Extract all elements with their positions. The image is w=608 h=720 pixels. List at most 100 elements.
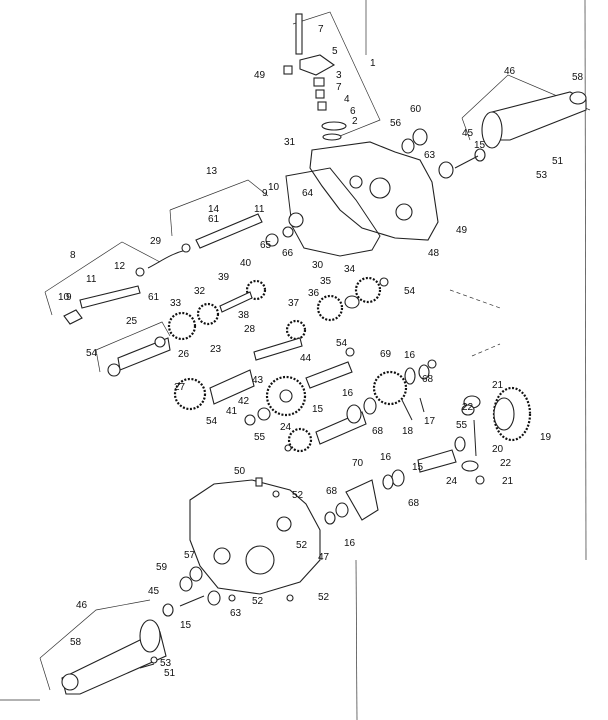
nut-52 [286,594,294,602]
part-number-label: 27 [174,382,186,393]
part-number-label: 18 [402,426,414,437]
part-number-label: 15 [474,140,486,151]
spring [313,77,325,87]
shaft-20 [473,419,477,457]
washer [321,121,347,131]
bearing-16 [404,367,416,385]
washer [322,133,342,141]
part-number-label: 54 [206,416,218,427]
part-number-label: 42 [238,396,250,407]
part-number-label: 49 [456,225,468,236]
part-number-label: 56 [390,118,402,129]
hub-flange [481,111,503,149]
part-number-label: 28 [244,324,256,335]
seal-45 [162,603,174,617]
part-number-label: 19 [540,432,552,443]
part-number-label: 43 [252,375,264,386]
part-number-label: 39 [218,272,230,283]
part-number-label: 11 [86,274,97,285]
part-number-label: 51 [552,156,564,167]
gear-36 [316,294,344,322]
shaft-39 [219,291,253,313]
part-number-label: 47 [318,552,330,563]
bearing-16 [346,404,362,424]
part-number-label: 1 [370,58,376,69]
washer-54 [345,347,355,357]
part-number-label: 16 [344,538,356,549]
shift-rod-12 [79,285,141,309]
part-number-label: 17 [424,416,436,427]
bolt-51 [139,663,155,669]
part-number-label: 16 [404,350,416,361]
part-number-label: 31 [284,137,296,148]
part-number-label: 30 [312,260,324,271]
part-number-label: 55 [254,432,266,443]
part-number-label: 70 [352,458,364,469]
scan-edge-line [584,0,587,561]
washer-55 [454,436,466,452]
part-number-label: 54 [86,348,98,359]
screw-49 [283,65,293,75]
part-number-label: 52 [252,596,264,607]
shaft-23 [209,369,255,405]
gear-hub [279,389,293,403]
part-number-label: 34 [344,264,356,275]
bracket-46-top-edge [461,117,471,141]
part-number-label: 45 [148,586,160,597]
pinion-21 [475,475,485,485]
bearing-60 [412,128,428,146]
case-boss [349,175,363,189]
part-number-label: 15 [312,404,324,415]
collar [288,212,304,228]
part-number-label: 53 [160,658,172,669]
washer-68 [363,397,377,415]
part-number-label: 5 [332,46,338,57]
part-number-label: 33 [170,298,182,309]
bearing-63 [438,161,454,179]
nut-53 [150,656,158,664]
part-number-label: 14 [208,204,220,215]
ball [315,89,325,99]
ring-gear-hub [493,397,515,431]
part-number-label: 45 [462,128,474,139]
part-number-label: 44 [300,353,312,364]
part-number-label: 37 [288,298,300,309]
bushing-57 [189,566,203,582]
hub-flange [139,619,161,653]
part-number-label: 24 [280,422,292,433]
spacer-35 [344,295,360,309]
washer-54 [379,277,389,287]
reference-line [449,289,501,309]
bracket-1 [292,11,381,139]
part-number-label: 59 [156,562,168,573]
part-number-label: 7 [336,82,342,93]
bracket-8-edge [44,291,53,316]
part-number-label: 57 [184,550,196,561]
bracket-25-edge [95,349,101,373]
part-number-label: 60 [410,104,422,115]
part-number-label: 68 [408,498,420,509]
axle-end [61,673,79,691]
reference-line [471,343,501,357]
part-number-label: 3 [336,70,342,81]
bushing-59 [179,576,193,592]
washer-65 [265,233,279,247]
part-number-label: 48 [428,248,440,259]
part-number-label: 63 [230,608,242,619]
part-number-label: 22 [500,458,512,469]
nut-52 [272,490,280,498]
part-number-label: 65 [260,240,272,251]
ring-61 [181,243,191,253]
part-number-label: 7 [318,24,324,35]
axle-end [569,91,587,105]
case-half-47 [189,479,321,595]
part-number-label: 8 [70,250,76,261]
screw-50 [255,477,263,487]
part-number-label: 54 [404,286,416,297]
washer-68 [324,511,336,525]
part-number-label: 58 [572,72,584,83]
case-boss [395,203,413,221]
